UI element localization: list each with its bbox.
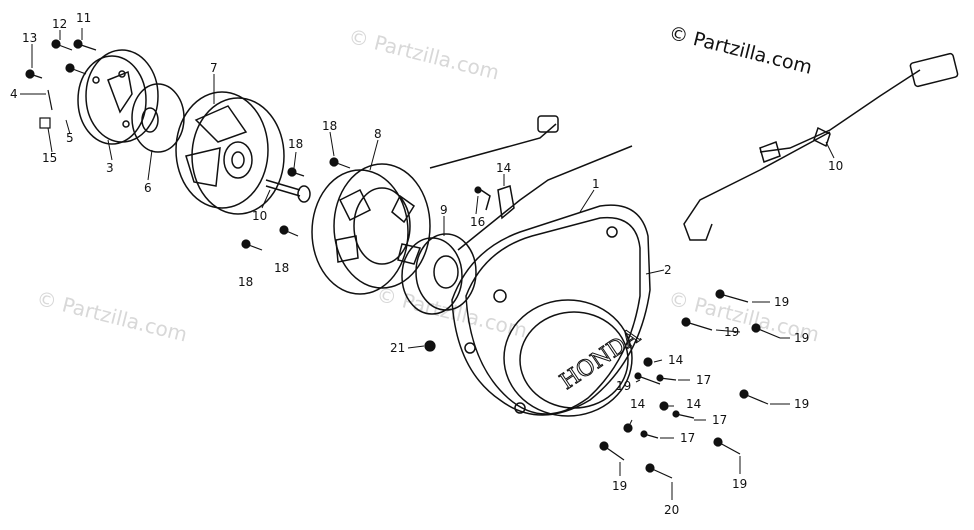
callout-13: 12 xyxy=(52,17,67,31)
bolt-part[interactable] xyxy=(265,179,311,203)
callout-14: 14 xyxy=(630,397,645,411)
callout-11: 14 xyxy=(496,161,511,175)
rotor-part[interactable] xyxy=(77,49,159,145)
callout-13: 11 xyxy=(76,11,91,25)
callout-18: 18 xyxy=(322,119,337,133)
callout-20: 20 xyxy=(664,503,679,517)
wire-harness-part[interactable] xyxy=(683,52,959,241)
connector-part[interactable] xyxy=(477,185,515,220)
callout-18: 18 xyxy=(274,261,289,275)
callout-14: 14 xyxy=(668,353,683,367)
callout-18: 18 xyxy=(288,137,303,151)
callout-17: 17 xyxy=(680,431,695,445)
callout-19: 19 xyxy=(794,397,809,411)
callout-13: 13 xyxy=(22,31,37,45)
callout-19: 19 xyxy=(794,331,809,345)
pulser-part[interactable] xyxy=(401,145,633,315)
callout-19: 19 xyxy=(616,379,631,393)
callout-7: 7 xyxy=(210,61,218,75)
stator-part[interactable] xyxy=(311,115,559,295)
callout-14: 14 xyxy=(686,397,701,411)
flywheel-part[interactable] xyxy=(175,91,285,215)
callout-1: 1 xyxy=(592,177,600,191)
callout-18: 18 xyxy=(238,275,253,289)
callout-17: 17 xyxy=(696,373,711,387)
callout-15: 15 xyxy=(42,151,57,165)
callout-9: 9 xyxy=(440,203,448,217)
callout-3: 3 xyxy=(106,161,114,175)
callout-10: 10 xyxy=(828,159,843,173)
callout-19: 19 xyxy=(774,295,789,309)
callout-21: 21 xyxy=(390,341,405,355)
callout-8: 8 xyxy=(374,127,382,141)
cover-gasket-part[interactable] xyxy=(451,204,651,416)
callout-19: 19 xyxy=(724,325,739,339)
callout-5: 5 xyxy=(66,131,74,145)
bolt-part[interactable] xyxy=(25,39,781,479)
callout-19: 19 xyxy=(732,477,747,491)
callout-4: 4 xyxy=(10,87,18,101)
callout-6: 6 xyxy=(144,181,152,195)
callout-12: 10 xyxy=(252,209,267,223)
callout-19: 19 xyxy=(612,479,627,493)
callout-17: 17 xyxy=(712,413,727,427)
callout-16: 16 xyxy=(470,215,485,229)
callout-2: 2 xyxy=(664,263,672,277)
